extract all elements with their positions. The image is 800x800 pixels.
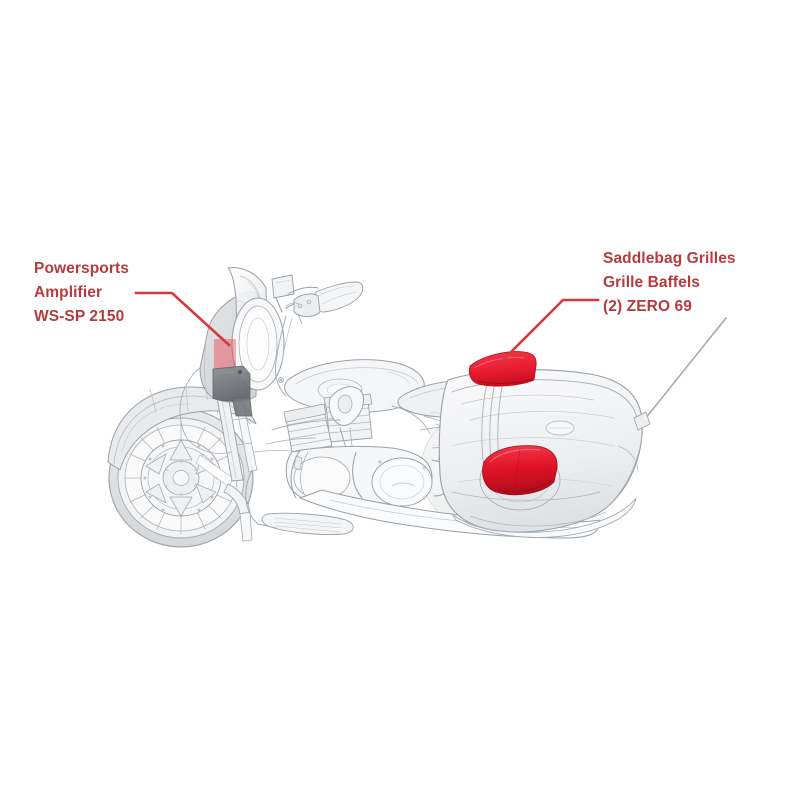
lower-saddlebag-grille bbox=[482, 445, 558, 496]
amplifier-mount-highlight bbox=[214, 339, 236, 369]
front-wheel bbox=[108, 408, 254, 548]
mirror bbox=[271, 274, 295, 313]
handlebar bbox=[275, 281, 364, 397]
upper-saddlebag-grille bbox=[468, 351, 537, 387]
rear-fender bbox=[451, 497, 637, 538]
v-twin-engine bbox=[253, 386, 467, 509]
callout-right-line-1: Saddlebag Grilles bbox=[603, 250, 736, 267]
callout-right-line-2: Grille Baffels bbox=[603, 274, 701, 291]
callout-powersports-amplifier: Powersports Amplifier WS-SP 2150 bbox=[34, 257, 129, 329]
leader-line-right bbox=[501, 298, 600, 362]
floorboard bbox=[261, 512, 354, 535]
leader-line-left bbox=[134, 291, 231, 347]
callout-left-line-2: Amplifier bbox=[34, 284, 103, 301]
callout-right-line-3: (2) ZERO 69 bbox=[603, 298, 692, 315]
headlight bbox=[231, 297, 285, 391]
antenna bbox=[633, 317, 727, 431]
callout-left-line-3: WS-SP 2150 bbox=[34, 308, 125, 325]
callout-left-line-1: Powersports bbox=[34, 260, 129, 277]
callout-saddlebag-grilles: Saddlebag Grilles Grille Baffels (2) ZER… bbox=[603, 247, 736, 319]
amplifier-box bbox=[212, 365, 253, 417]
